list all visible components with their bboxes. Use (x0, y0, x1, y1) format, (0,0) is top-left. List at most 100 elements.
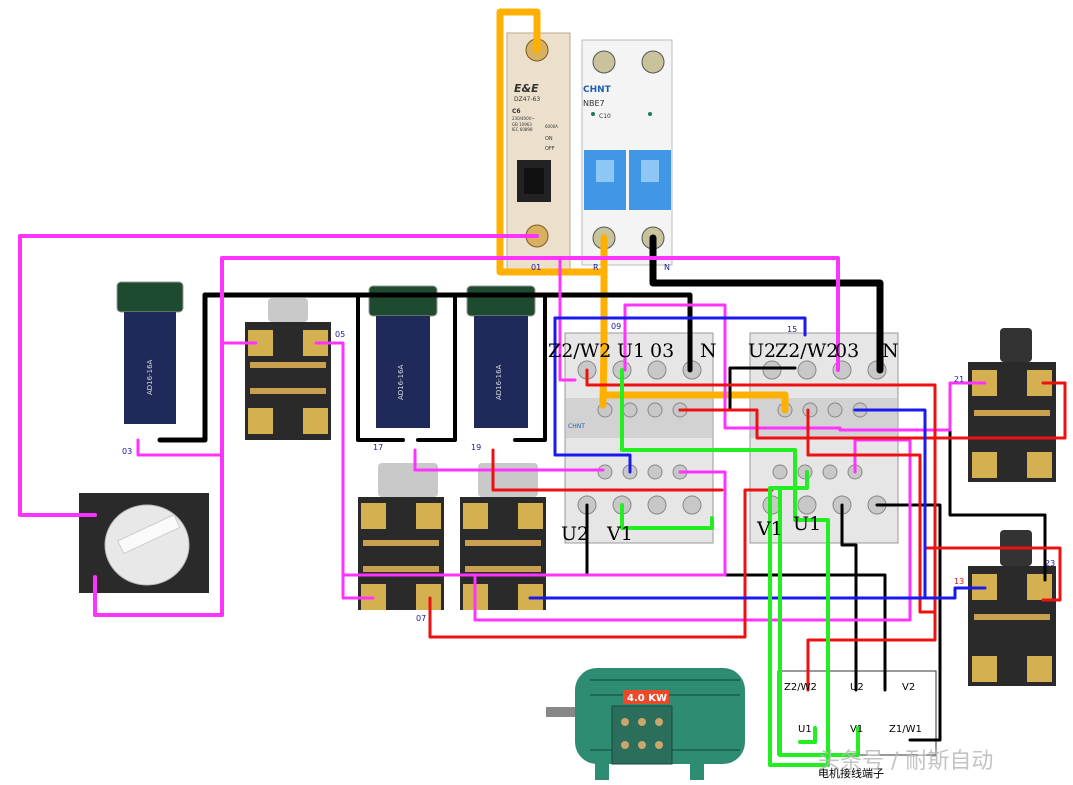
contactor-1: CHNT (564, 332, 714, 544)
wire-red-21 (678, 381, 1067, 440)
wire-black-v2 (585, 503, 887, 692)
breaker-1-rating: C6 (512, 108, 521, 115)
c1-03: 03 (650, 340, 674, 362)
box-caption: 电机接线端子 (818, 766, 884, 780)
wire-blue-15 (553, 316, 807, 337)
wire-magenta-17 (413, 448, 605, 472)
label-19: 19 (471, 443, 481, 452)
contactor-1-brand: CHNT (568, 423, 585, 430)
c1-u1: U1 (617, 340, 645, 362)
breaker-1-std: GB 10963 (512, 122, 532, 127)
push-button-05 (245, 298, 331, 440)
wire-black-top (202, 292, 693, 373)
wire-green-u1 (620, 368, 830, 767)
lamp-3-model: AD16-16A (495, 364, 503, 400)
wire-magenta-left (558, 256, 577, 382)
wire-green-u2 (620, 503, 714, 530)
breaker-2-rating: C10 (599, 113, 611, 120)
c1-n: N (700, 340, 717, 362)
limit-switch-21 (968, 328, 1056, 482)
box-z1w1: Z1/W1 (889, 724, 922, 735)
wire-black-main (649, 234, 884, 374)
wire-red-19 (491, 448, 724, 492)
motor-box-labels: Z2/W2 U2 V2 U1 V1 Z1/W1 电机接线端子 (784, 682, 922, 780)
label-07: 07 (416, 614, 426, 623)
box-u1: U1 (798, 724, 812, 735)
terminal-labels: 01 R N 03 05 09 15 17 19 07 21 23 13 (122, 263, 1055, 623)
c1-z2w2: Z2/W2 (548, 340, 611, 362)
motor: 4.0 KW (546, 668, 745, 780)
wire-magenta-09 (623, 303, 842, 430)
wire-black-lamp1 (157, 292, 208, 443)
label-15: 15 (787, 325, 797, 334)
wire-green-v1 (778, 488, 860, 757)
label-17: 17 (373, 443, 383, 452)
box-z2w2: Z2/W2 (784, 682, 817, 693)
breaker-1-off: OFF (545, 146, 555, 152)
breaker-1-spec: 230/400V~ (512, 116, 535, 121)
push-button-07 (358, 463, 444, 610)
breaker-1-iec: IEC 60898 (512, 127, 533, 132)
c2-u1: U1 (793, 513, 821, 535)
wire-magenta-05 (314, 341, 375, 600)
lamp-2-model: AD16-16A (397, 364, 405, 400)
wire-orange-3 (599, 391, 789, 414)
indicator-lamp-2: AD16-16A (368, 285, 438, 428)
wire-magenta-bottom (473, 438, 912, 622)
contactor-2-labels: U2 Z2/W2 03 N V1 U1 (748, 340, 899, 540)
wire-blue-c2 (853, 408, 927, 600)
wires (18, 8, 1067, 767)
label-n: N (664, 263, 670, 272)
motor-power: 4.0 KW (627, 693, 667, 704)
label-13: 13 (954, 577, 964, 586)
wire-magenta-03 (136, 438, 224, 457)
wire-magenta-21 (838, 381, 987, 432)
c2-n: N (882, 340, 899, 362)
push-button-19 (460, 463, 546, 610)
label-21: 21 (954, 375, 964, 384)
wire-magenta-07 (341, 470, 727, 577)
wire-black-u2 (840, 503, 858, 692)
breaker-1-capacity: 6000A (545, 124, 558, 129)
wire-black-lamp2 (356, 293, 405, 442)
label-01: 01 (531, 263, 541, 272)
watermark: 头条号 / 耐斯自动 (818, 749, 993, 774)
box-u2: U2 (850, 682, 864, 693)
c2-z2w2: Z2/W2 (775, 340, 838, 362)
wire-magenta-sel-bottom (93, 256, 840, 617)
label-23: 23 (1045, 559, 1055, 568)
breaker-1: E&E DZ47-63 C6 230/400V~ GB 10963 IEC 60… (506, 32, 571, 274)
lamp-1-model: AD16-16A (146, 359, 154, 395)
wire-red-c2 (806, 408, 937, 614)
label-05: 05 (335, 330, 345, 339)
label-03: 03 (122, 447, 132, 456)
breaker-1-on: ON (545, 136, 553, 142)
wire-red-z2w2 (585, 368, 937, 692)
breaker-2-model: NBE7 (583, 99, 605, 108)
wire-blue-c1 (553, 316, 632, 474)
box-v1: V1 (850, 724, 863, 735)
wire-black-lamp3 (513, 293, 547, 442)
breaker-1-brand: E&E (514, 82, 539, 95)
c2-u2: U2 (748, 340, 776, 362)
indicator-lamp-3: AD16-16A (466, 285, 536, 428)
wire-magenta-sel-top (18, 234, 539, 517)
c2-03: 03 (835, 340, 859, 362)
wire-black-lamp2b (416, 293, 457, 442)
indicator-lamp-1: AD16-16A (116, 281, 184, 424)
wire-red-07 (428, 488, 774, 639)
box-v2: V2 (902, 682, 915, 693)
wire-blue-13 (528, 586, 987, 600)
breaker-1-model: DZ47-63 (514, 96, 540, 103)
c1-v1: V1 (606, 523, 633, 545)
label-09: 09 (611, 322, 621, 331)
limit-switch-23 (968, 530, 1056, 686)
c2-v1: V1 (756, 518, 783, 540)
breaker-2: CHNT NBE7 C10 (581, 39, 673, 266)
wire-red-23 (923, 546, 1062, 602)
wire-green-motor (798, 726, 817, 744)
selector-switch (79, 493, 209, 593)
c1-u2: U2 (561, 523, 589, 545)
contactor-1-labels: Z2/W2 U1 03 N U2 V1 (548, 340, 717, 545)
